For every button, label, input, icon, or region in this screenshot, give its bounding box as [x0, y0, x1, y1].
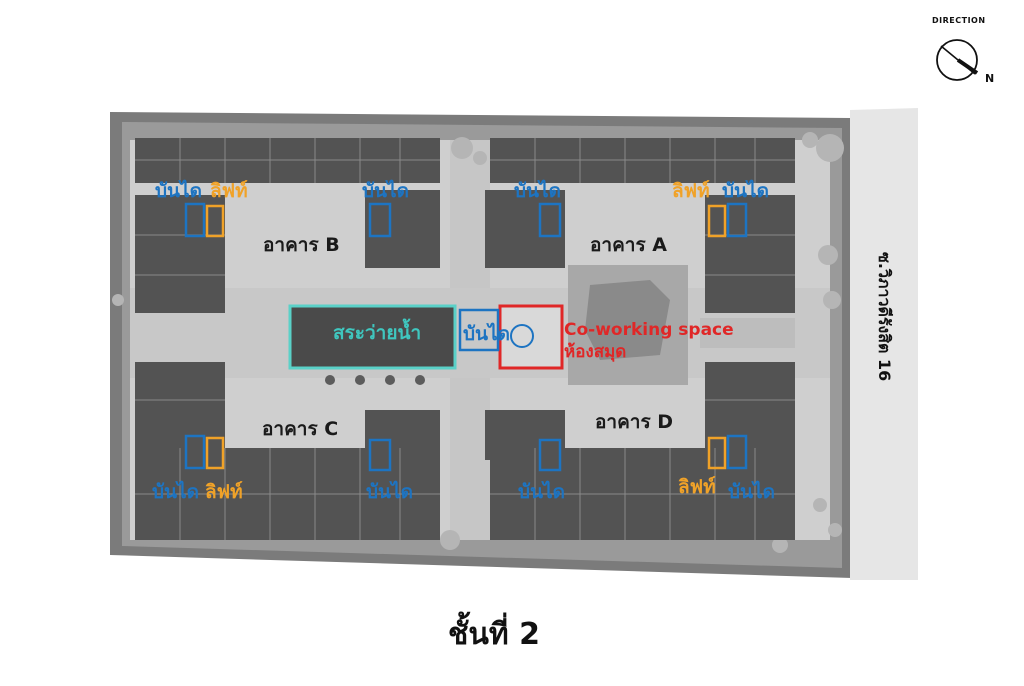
stair-label-a2: บันได: [722, 180, 769, 202]
stair-label-b1: บันได: [155, 180, 202, 202]
building-a-label: อาคาร A: [590, 234, 667, 256]
lift-label-b: ลิฟท์: [210, 180, 248, 202]
unit-grid: [135, 138, 795, 540]
pool-label: สระว่ายน้ำ: [333, 322, 422, 344]
coworking-outline: [498, 304, 564, 370]
compass-heading: DIRECTION: [932, 16, 986, 25]
stair-label-b2: บันได: [362, 180, 409, 202]
stair-label-d2: บันได: [728, 481, 775, 503]
garden-feature: [585, 280, 670, 360]
road-strip: [850, 108, 918, 580]
stair-boxes: [184, 202, 748, 472]
stair-label-a1: บันได: [514, 180, 561, 202]
stair-label-c1: บันได: [152, 481, 199, 503]
lift-label-d: ลิฟท์: [678, 476, 716, 498]
pool-area: [290, 306, 455, 368]
pool-deck-trees: [325, 375, 425, 385]
lift-label-a: ลิฟท์: [672, 180, 710, 202]
lift-label-c: ลิฟท์: [205, 481, 243, 503]
floor-title: ชั้นที่ 2: [448, 617, 540, 652]
plaza: [700, 318, 795, 348]
lift-boxes: [205, 204, 727, 470]
library-label: ห้องสมุด: [564, 342, 627, 362]
building-d-label: อาคาร D: [595, 411, 674, 433]
compass-rose: [936, 39, 979, 81]
north-label: N: [985, 72, 995, 85]
building-b-label: อาคาร B: [263, 234, 340, 256]
coworking-label: Co-working space: [564, 320, 734, 340]
building-c-label: อาคาร C: [262, 418, 339, 440]
pool-outline: [288, 304, 457, 370]
stair-label-c2: บันได: [366, 481, 413, 503]
stair-label-d1: บันได: [518, 481, 565, 503]
stair-label-center: บันได: [463, 323, 510, 345]
trees: [112, 132, 844, 553]
road-label: ซ.วิภาวดีรังสิต 16: [875, 252, 894, 382]
spiral-stair: [510, 324, 534, 348]
